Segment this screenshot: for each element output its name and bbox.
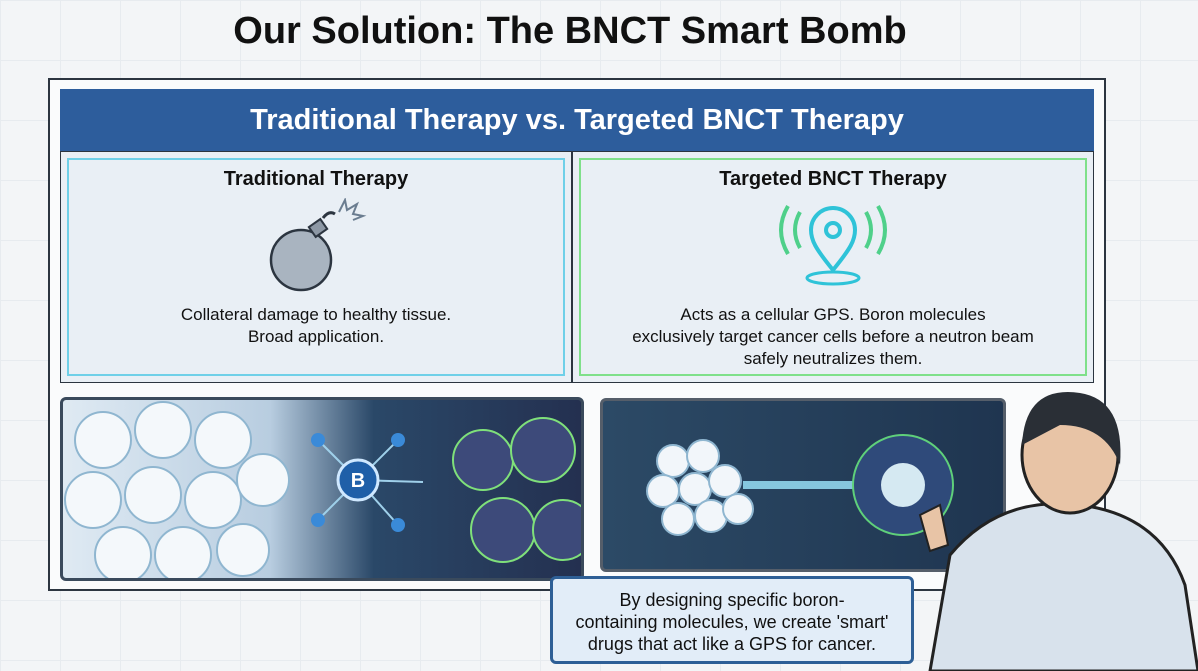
targeted-bnct-card: Targeted BNCT Therapy Acts as a cellular… bbox=[572, 151, 1094, 383]
bomb-icon bbox=[269, 198, 367, 292]
location-pin-signal-icon bbox=[779, 204, 887, 286]
card-heading: Targeted BNCT Therapy bbox=[719, 168, 947, 190]
cells-and-boron-molecule: B bbox=[64, 401, 581, 578]
speech-callout: By designing specific boron- containing … bbox=[550, 576, 914, 664]
card-heading: Traditional Therapy bbox=[223, 168, 409, 190]
boron-label: B bbox=[351, 470, 365, 492]
card-description: Acts as a cellular GPS. Boron molecules … bbox=[632, 305, 1034, 368]
comparison-header: Traditional Therapy vs. Targeted BNCT Th… bbox=[60, 89, 1094, 151]
traditional-therapy-card: Traditional Therapy Collateral damage to… bbox=[60, 151, 572, 383]
boron-molecule-illustration: B bbox=[60, 397, 584, 581]
scientist-illustration bbox=[918, 392, 1198, 671]
slide-title: Our Solution: The BNCT Smart Bomb bbox=[233, 10, 907, 52]
card-description: Collateral damage to healthy tissue. Bro… bbox=[180, 305, 452, 346]
